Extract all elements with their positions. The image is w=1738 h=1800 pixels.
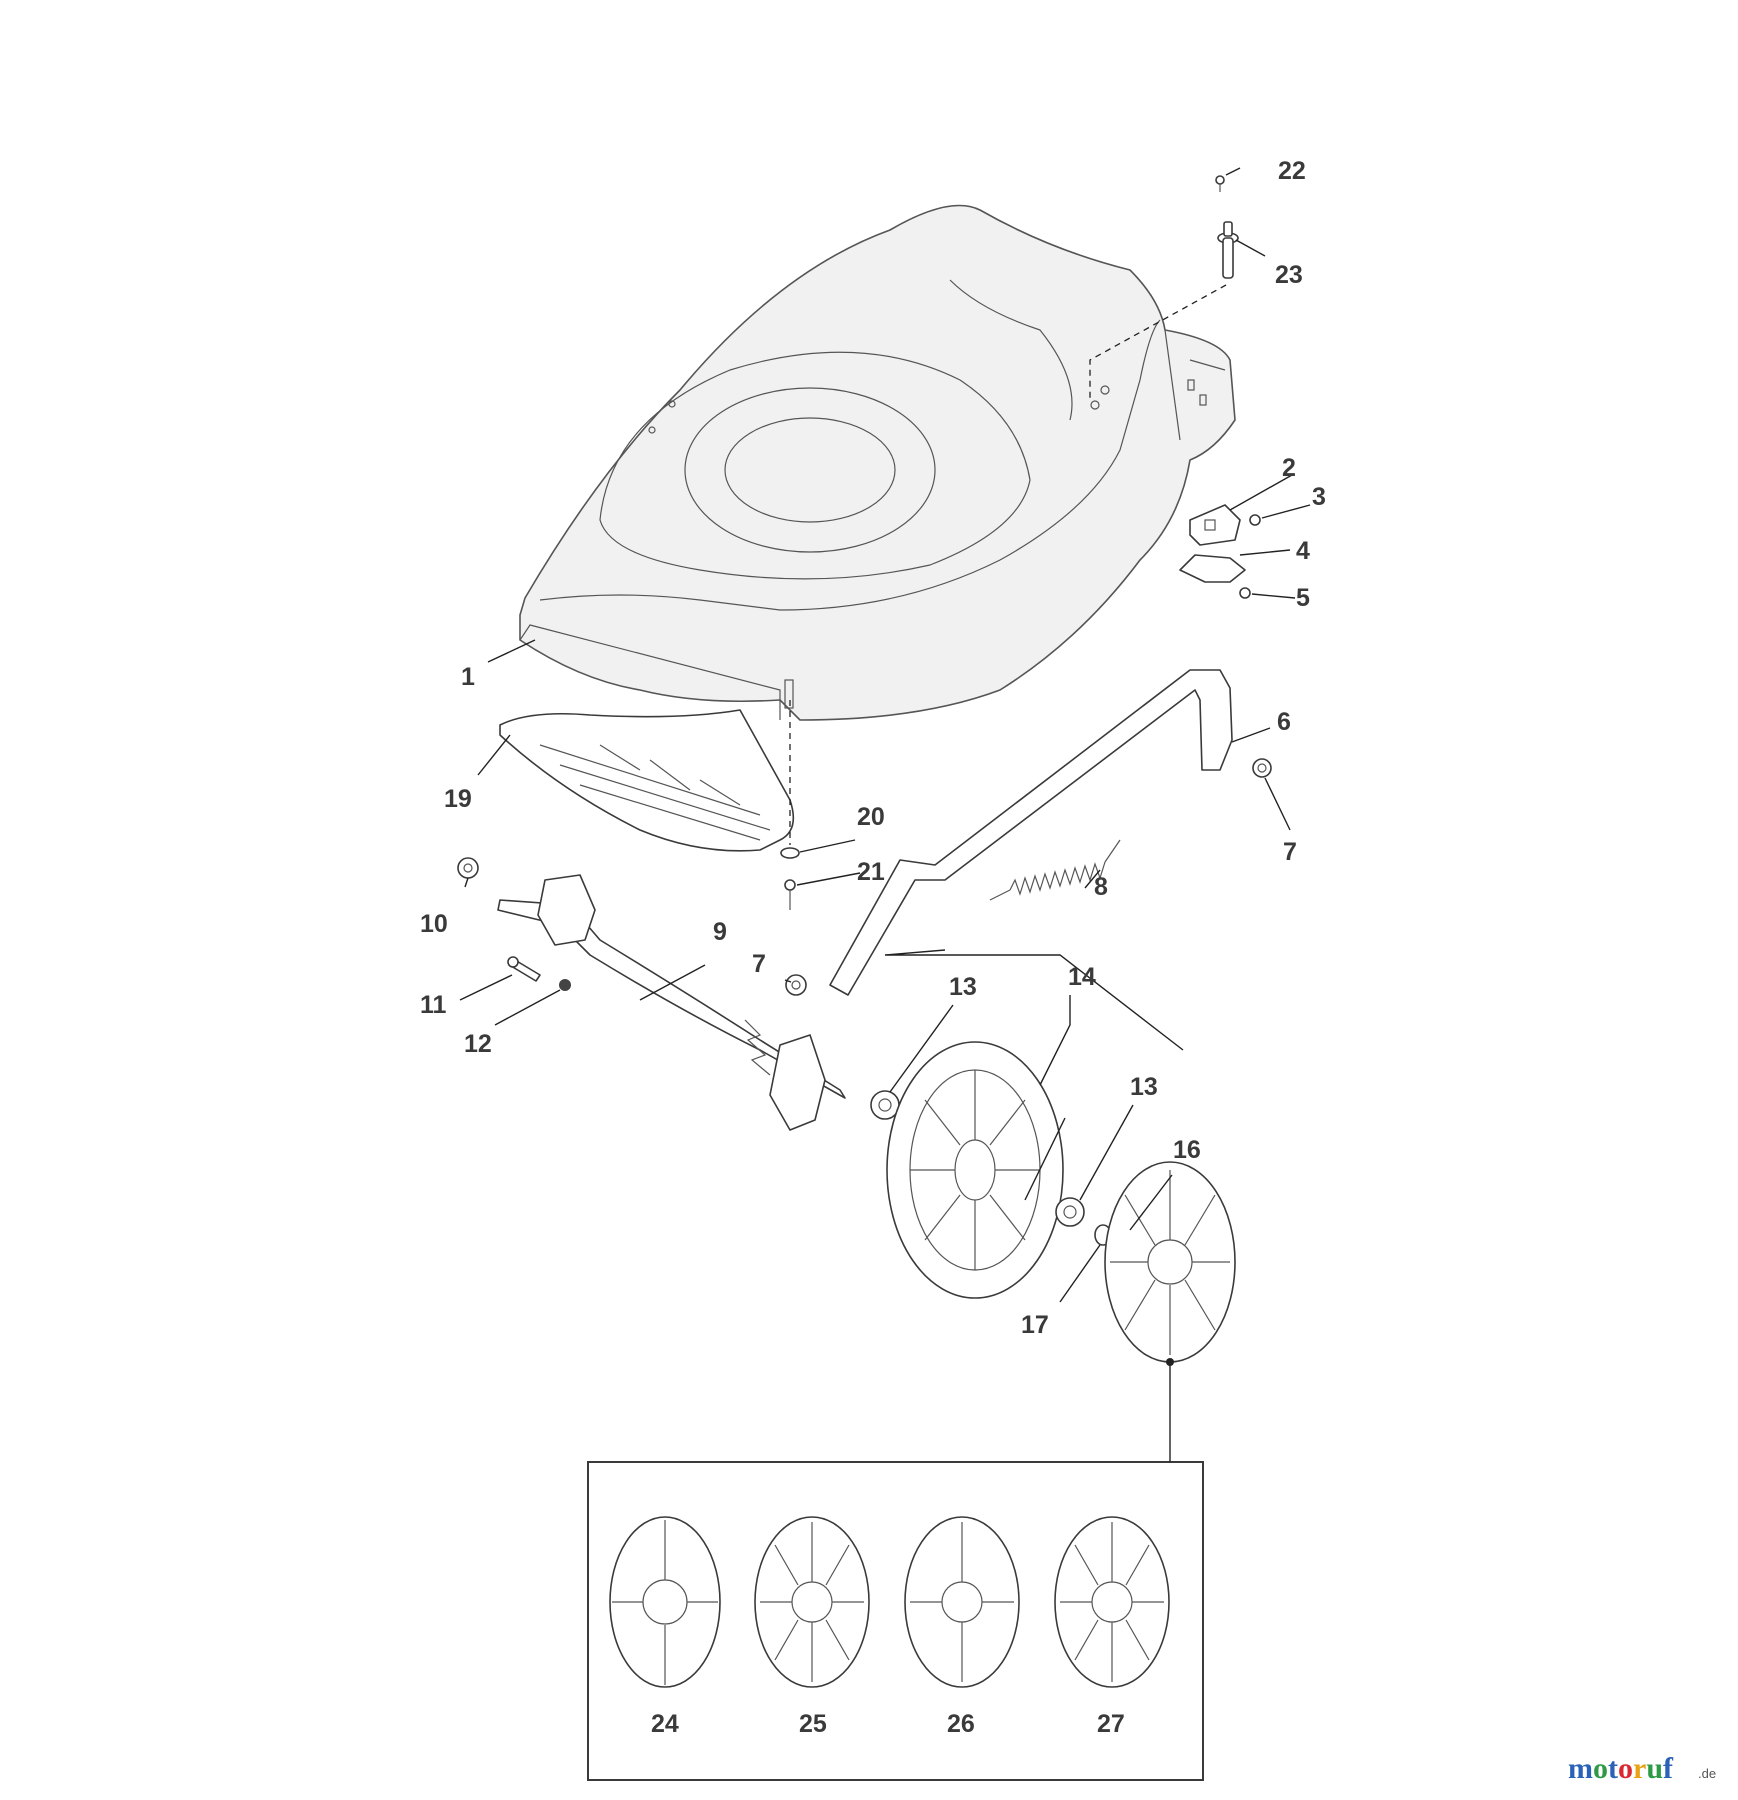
callout-19: 19 xyxy=(444,785,472,813)
callout-1: 1 xyxy=(461,663,475,691)
callout-7-upper: 7 xyxy=(1283,838,1297,866)
callout-4: 4 xyxy=(1296,537,1310,565)
bolt-part-11 xyxy=(507,956,541,982)
assembly-line xyxy=(1089,284,1227,398)
callout-26: 26 xyxy=(947,1710,975,1738)
leader-lines xyxy=(459,167,1311,1303)
callout-12: 12 xyxy=(464,1030,492,1058)
nut-part-7-upper xyxy=(1252,758,1272,778)
screw-part-22 xyxy=(1215,175,1225,192)
screw-part-21 xyxy=(784,879,796,910)
svg-text:motoruf: motoruf xyxy=(1568,1752,1674,1785)
wheel-part-14 xyxy=(886,1041,1064,1299)
callout-8: 8 xyxy=(1094,873,1108,901)
washer-part-20 xyxy=(780,847,800,859)
nut-part-12 xyxy=(559,979,571,991)
screw-part-5 xyxy=(1239,587,1251,599)
callout-3: 3 xyxy=(1312,483,1326,511)
bracket-part-2 xyxy=(1189,504,1241,546)
nut-part-10 xyxy=(457,857,479,879)
mower-deck-part xyxy=(519,204,1236,721)
callout-11: 11 xyxy=(420,991,447,1019)
callout-10: 10 xyxy=(420,910,448,938)
spring-part xyxy=(989,839,1121,901)
nut-part-7-lower xyxy=(785,974,807,996)
callout-7-lower: 7 xyxy=(752,950,766,978)
watermark-letter: u xyxy=(1646,1752,1663,1785)
callout-6: 6 xyxy=(1277,708,1291,736)
bearing-part-13-outer xyxy=(1055,1197,1085,1227)
wheel-cap-variant-24 xyxy=(609,1516,721,1688)
callout-20: 20 xyxy=(857,803,885,831)
rear-flap-part xyxy=(499,709,795,852)
clip-part-4 xyxy=(1179,554,1246,583)
callout-2: 2 xyxy=(1282,454,1296,482)
watermark-letter: o xyxy=(1593,1752,1608,1785)
callout-13-lower: 13 xyxy=(1130,1073,1158,1101)
callout-23: 23 xyxy=(1275,261,1303,289)
motoruf-watermark: motoruf .de xyxy=(1568,1752,1716,1785)
variant-box xyxy=(587,1461,1204,1781)
screw-part-3 xyxy=(1249,514,1261,526)
watermark-letter: r xyxy=(1633,1752,1646,1785)
pin-part-23 xyxy=(1217,221,1239,279)
wheel-cap-assembly xyxy=(1104,1161,1236,1363)
callout-16: 16 xyxy=(1173,1136,1201,1164)
callout-22: 22 xyxy=(1278,157,1306,185)
callout-21: 21 xyxy=(857,858,885,886)
callout-17: 17 xyxy=(1021,1311,1049,1339)
callout-14: 14 xyxy=(1068,963,1096,991)
watermark-letter: m xyxy=(1568,1752,1593,1785)
callout-27: 27 xyxy=(1097,1710,1125,1738)
watermark-letter: o xyxy=(1618,1752,1633,1785)
callout-13-upper: 13 xyxy=(949,973,977,1001)
height-adjust-lever-part xyxy=(829,669,1233,996)
callout-9: 9 xyxy=(713,918,727,946)
callout-5: 5 xyxy=(1296,584,1310,612)
wheel-cap-variant-25 xyxy=(754,1516,870,1688)
wheel-cap-variant-27 xyxy=(1054,1516,1170,1688)
callout-25: 25 xyxy=(799,1710,827,1738)
watermark-letter: t xyxy=(1608,1752,1618,1785)
axle-part xyxy=(497,874,846,1131)
watermark-tld: .de xyxy=(1698,1766,1716,1781)
wheel-cap-variant-26 xyxy=(904,1516,1020,1688)
callout-24: 24 xyxy=(651,1710,679,1738)
watermark-letter: f xyxy=(1663,1752,1674,1785)
variant-leader-dot xyxy=(1166,1358,1174,1366)
